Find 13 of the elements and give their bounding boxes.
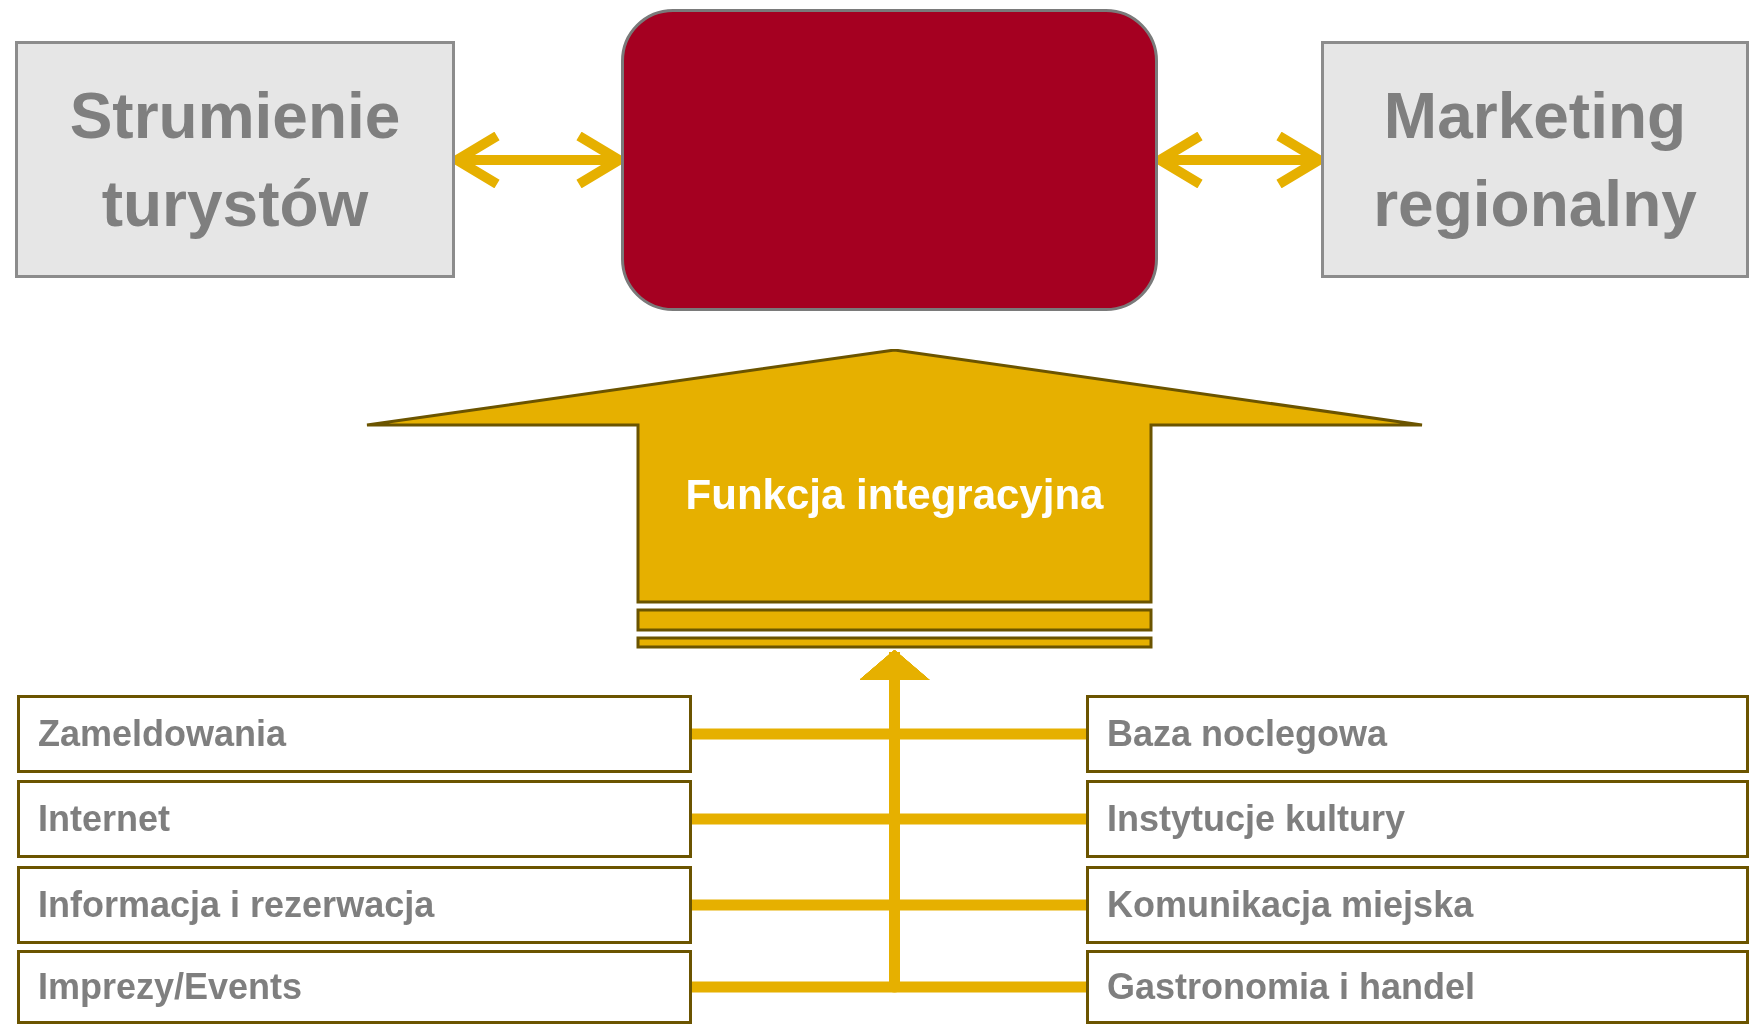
source-box: Zameldowania <box>17 695 692 773</box>
source-box: Instytucje kultury <box>1086 780 1749 858</box>
source-box: Informacja i rezerwacja <box>17 866 692 944</box>
card-box <box>621 9 1158 311</box>
category-box: Marketing regionalny <box>1321 41 1749 278</box>
source-box: Baza noclegowa <box>1086 695 1749 773</box>
source-box: Internet <box>17 780 692 858</box>
arrow-label: Funkcja integracyjna <box>684 470 1105 520</box>
connector-arrow <box>859 650 1086 993</box>
source-box: Imprezy/Events <box>17 950 692 1024</box>
source-box: Komunikacja miejska <box>1086 866 1749 944</box>
source-box: Gastronomia i handel <box>1086 950 1749 1024</box>
category-box: Strumienie turystów <box>15 41 455 278</box>
